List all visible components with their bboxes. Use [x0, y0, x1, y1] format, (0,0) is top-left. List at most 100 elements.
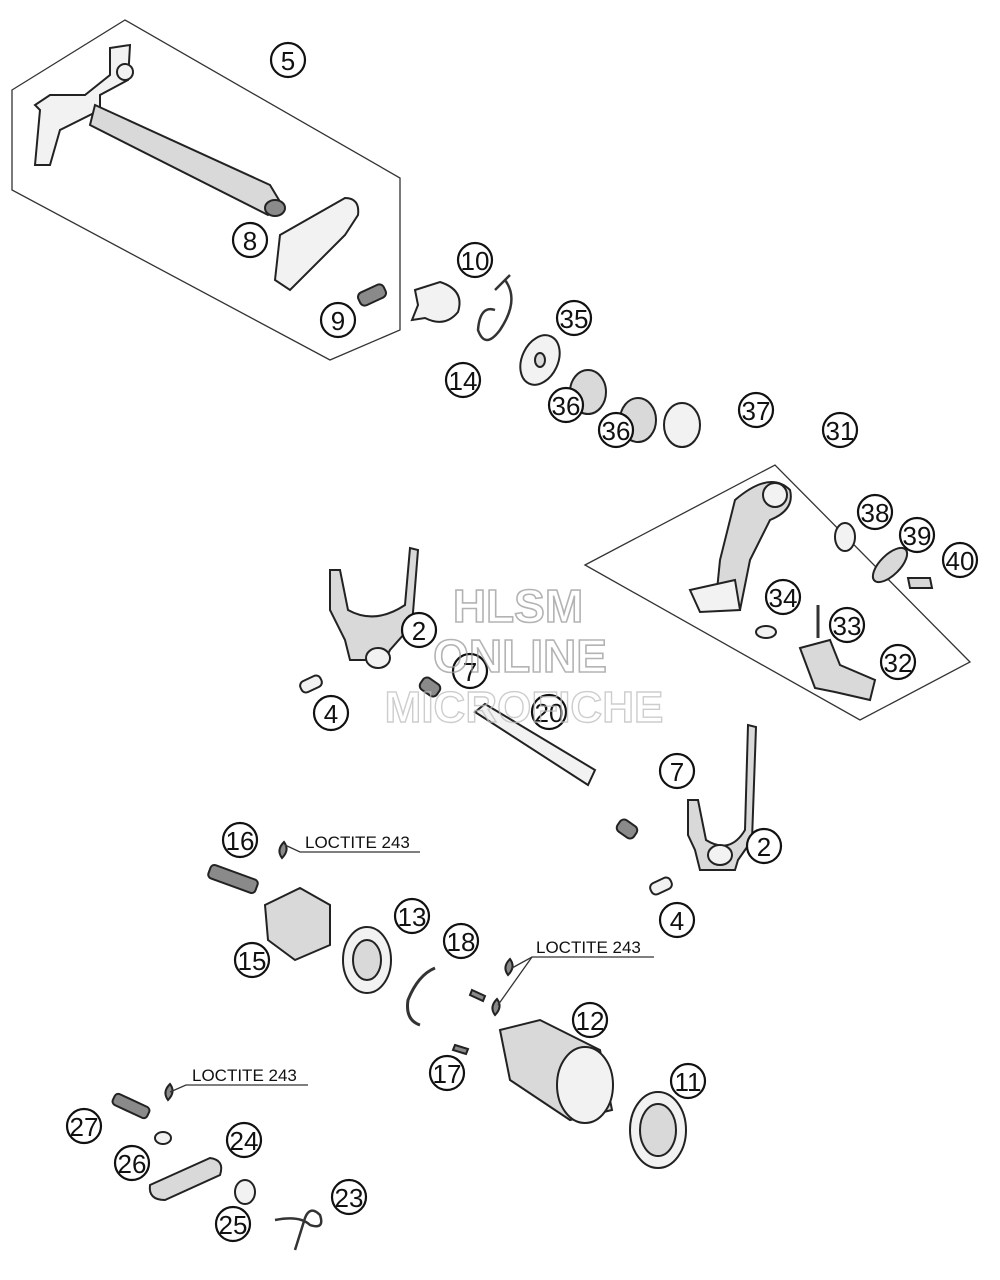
- callout-circle: [451, 652, 489, 690]
- watermark-line-2: ONLINE: [433, 630, 607, 682]
- callout-circle: [658, 901, 696, 939]
- callout-36: 36: [597, 411, 635, 449]
- callout-number: 9: [331, 306, 345, 336]
- loctite-label-2: LOCTITE 243: [497, 938, 654, 1006]
- plate-part: [273, 196, 360, 292]
- fork-shaft-part: [473, 702, 597, 787]
- shift-pedal-part: [798, 638, 877, 702]
- callout-number: 36: [552, 391, 581, 421]
- callout-circle: [330, 1178, 368, 1216]
- callout-number: 32: [884, 648, 913, 678]
- callout-circle: [442, 922, 480, 960]
- callout-circle: [428, 1054, 466, 1092]
- callout-circle: [941, 541, 979, 579]
- group-box-shift-lever: [583, 464, 972, 721]
- shift-fork-upper: [329, 546, 420, 669]
- callout-37: 37: [737, 391, 775, 429]
- callout-14: 14: [444, 361, 482, 399]
- callout-circle: [571, 1001, 609, 1039]
- callout-number: 14: [449, 366, 478, 396]
- loctite-text: LOCTITE 243: [305, 833, 410, 852]
- callout-circle: [225, 1121, 263, 1159]
- spring-23-part: [274, 1209, 323, 1251]
- callout-18: 18: [442, 922, 480, 960]
- lever-26-part: [148, 1156, 223, 1202]
- callout-number: 18: [447, 927, 476, 957]
- spring-7-upper: [418, 676, 442, 698]
- callout-circle: [221, 821, 259, 859]
- callout-20: 20: [530, 693, 568, 731]
- bolt-16-part: [207, 863, 259, 895]
- pin-4-lower: [649, 876, 673, 896]
- clip-part: [476, 274, 513, 342]
- callout-15: 15: [233, 941, 271, 979]
- roller-25-part: [234, 1179, 256, 1205]
- callout-2: 2: [400, 611, 438, 649]
- callout-number: 11: [675, 1067, 702, 1097]
- callout-7: 7: [658, 752, 696, 790]
- ring-34-part: [755, 625, 777, 639]
- loctite-drop-3: [491, 997, 501, 1017]
- bolt-27-part: [111, 1092, 151, 1120]
- callout-circle: [530, 693, 568, 731]
- callout-number: 10: [461, 246, 490, 276]
- loctite-label-3: LOCTITE 243: [169, 1066, 308, 1093]
- callout-24: 24: [225, 1121, 263, 1159]
- callout-number: 16: [226, 826, 255, 856]
- callout-circle: [444, 361, 482, 399]
- callout-circle: [231, 221, 269, 259]
- callout-number: 4: [670, 906, 684, 936]
- bushing-parts: [569, 369, 701, 448]
- callout-circle: [113, 1144, 151, 1182]
- callout-number: 34: [769, 583, 798, 613]
- shift-drum-part: [498, 1018, 614, 1124]
- callout-40: 40: [941, 541, 979, 579]
- callout-circle: [745, 827, 783, 865]
- callout-circle: [821, 411, 859, 449]
- watermark-line-3: MICROFICHE: [385, 683, 664, 732]
- washer-24-part: [154, 1131, 172, 1145]
- callout-circle: [856, 493, 894, 531]
- group-box-shift-shaft: [11, 19, 401, 361]
- callout-number: 8: [243, 226, 257, 256]
- callout-number: 31: [826, 416, 855, 446]
- callout-circle: [658, 752, 696, 790]
- callout-36: 36: [547, 386, 585, 424]
- washer-38-part: [834, 522, 856, 552]
- loctite-drop-2: [504, 957, 514, 977]
- callout-number: 27: [70, 1112, 99, 1142]
- retainer-18-part: [406, 966, 436, 1027]
- callout-circle: [65, 1107, 103, 1145]
- callout-circle: [555, 299, 593, 337]
- callout-31: 31: [821, 411, 859, 449]
- callout-circle: [400, 611, 438, 649]
- callout-number: 4: [324, 699, 338, 729]
- loctite-label-1: LOCTITE 243: [284, 833, 420, 853]
- drum-locating-part: [263, 886, 331, 962]
- callout-circle: [597, 411, 635, 449]
- callout-23: 23: [330, 1178, 368, 1216]
- callout-circle: [669, 1062, 707, 1100]
- callout-number: 39: [903, 521, 932, 551]
- callout-number: 24: [230, 1126, 259, 1156]
- callout-number: 5: [281, 46, 295, 76]
- callout-number: 40: [946, 546, 975, 576]
- bolt-40-part: [906, 577, 934, 589]
- shift-shaft-part: [33, 43, 286, 217]
- callout-circle: [879, 643, 917, 681]
- loctite-drop-1: [278, 840, 288, 860]
- callout-number: 17: [433, 1059, 462, 1089]
- callout-circle: [319, 301, 357, 339]
- callout-circle: [456, 241, 494, 279]
- washer-39-part: [871, 546, 909, 584]
- callout-number: 15: [238, 946, 267, 976]
- callout-34: 34: [764, 578, 802, 616]
- callout-32: 32: [879, 643, 917, 681]
- callout-number: 20: [535, 698, 564, 728]
- callout-39: 39: [898, 516, 936, 554]
- callout-27: 27: [65, 1107, 103, 1145]
- callout-number: 37: [742, 396, 771, 426]
- callout-circle: [312, 694, 350, 732]
- callout-circle: [737, 391, 775, 429]
